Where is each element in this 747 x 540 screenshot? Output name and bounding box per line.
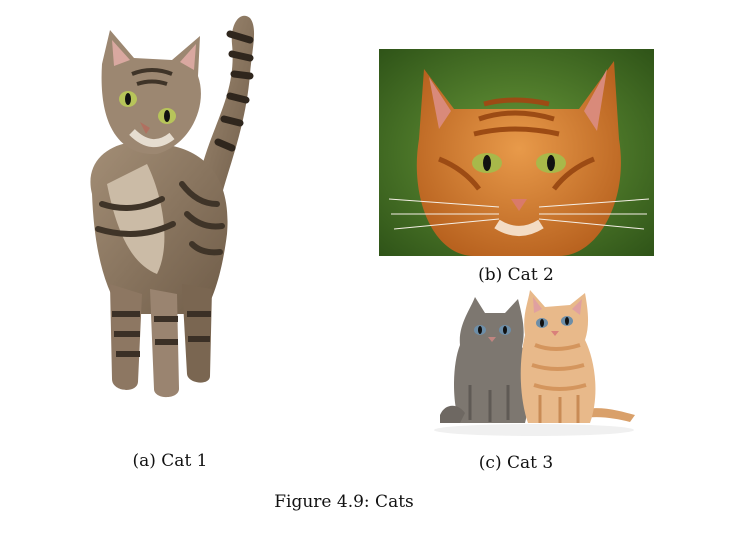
cat-1-image (90, 15, 255, 398)
figure-caption: Figure 4.9: Cats (274, 492, 414, 512)
subfigure-caption-a: (a) Cat 1 (132, 451, 208, 471)
cat-3-image (434, 290, 635, 436)
subfigure-caption-b: (b) Cat 2 (478, 265, 554, 285)
cat-2-image (379, 49, 654, 256)
subfigure-caption-c: (c) Cat 3 (478, 453, 554, 473)
